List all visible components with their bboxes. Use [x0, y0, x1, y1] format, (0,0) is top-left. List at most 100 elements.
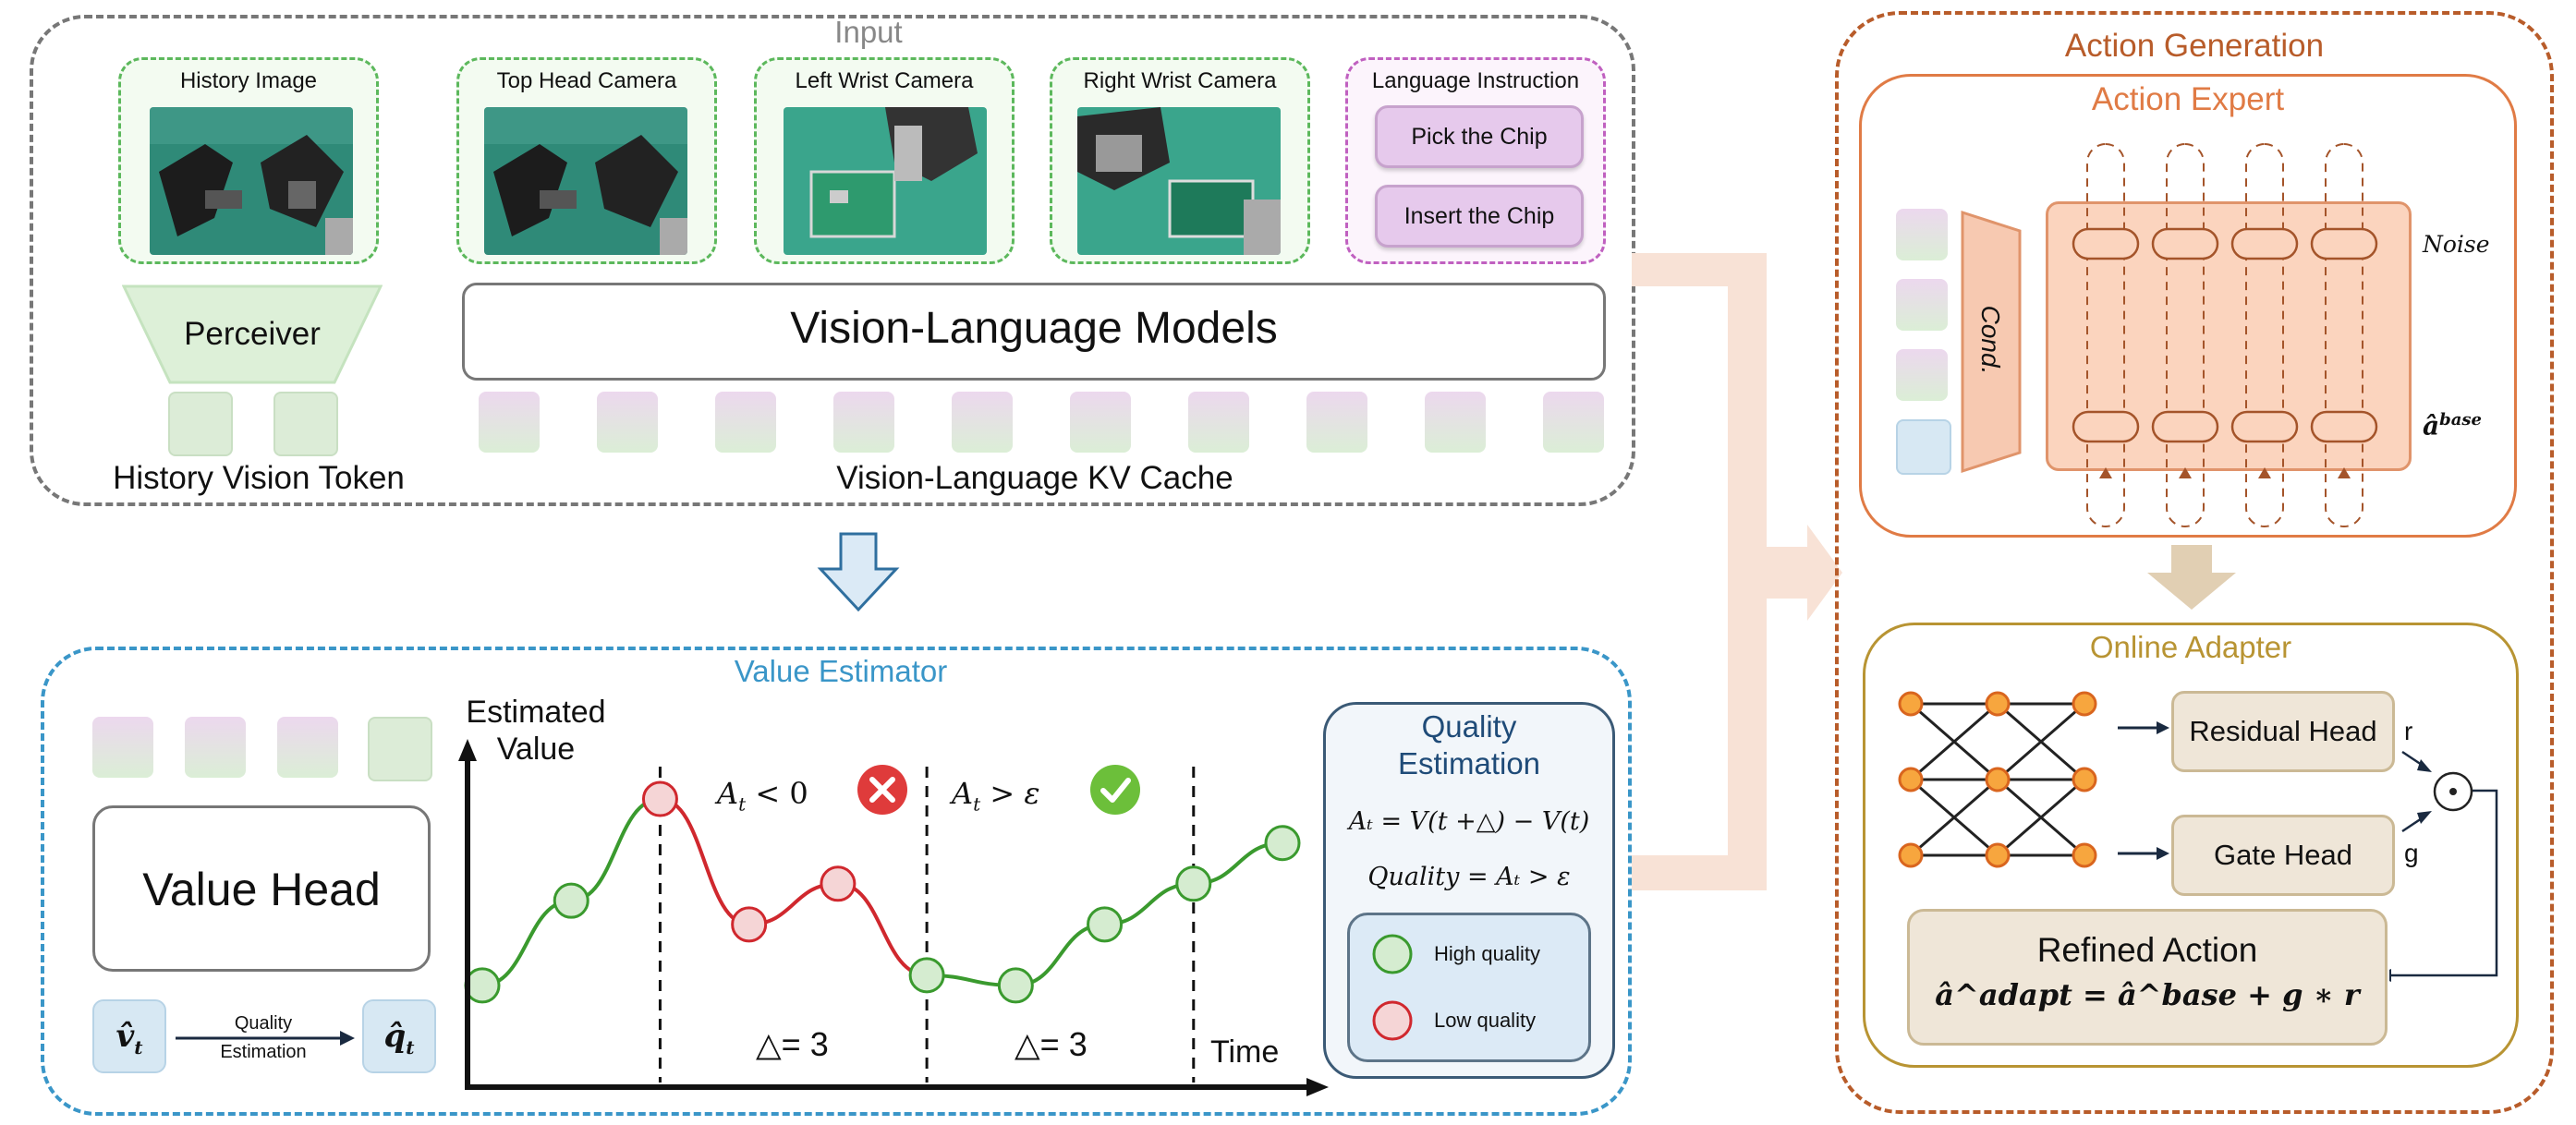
top-head-camera-label: Top Head Camera: [496, 68, 677, 93]
value-input-token: [277, 717, 338, 778]
history-image: [150, 107, 353, 255]
A-symbol-bad: A: [717, 776, 739, 811]
history-vision-token: [168, 392, 233, 456]
x-axis-label: Time: [1210, 1034, 1280, 1070]
value-input-token: [368, 717, 432, 781]
perceiver-block: [122, 284, 383, 384]
refined-action-block: [1907, 909, 2388, 1046]
kv-cache-token: [1306, 392, 1367, 453]
gate-head: Gate Head: [2171, 815, 2395, 896]
refined-action-label: Refined Action: [2036, 931, 2258, 969]
kv-cache-token: [715, 392, 776, 453]
mlp-network-icon: [1898, 691, 2097, 868]
cross-icon: [857, 765, 907, 815]
arrow-label-quality: Quality: [234, 1013, 293, 1034]
instruction-insert-chip: Insert the Chip: [1375, 185, 1584, 248]
value-point-low: [641, 780, 678, 817]
expert-state-token: [1896, 419, 1951, 475]
value-line-segment: [571, 797, 661, 903]
expert-flow-diagram: [2072, 143, 2378, 527]
formula-quality: Quality = Aₜ > ε: [1367, 863, 1571, 891]
kv-cache-token: [479, 392, 540, 453]
value-point-high: [1264, 825, 1301, 862]
connector-arrow: [1632, 253, 1842, 890]
value-point-low: [820, 865, 857, 902]
arrow-label-estimation: Estimation: [220, 1042, 307, 1062]
kv-cache-token: [833, 392, 894, 453]
perceiver-label: Perceiver: [184, 316, 321, 352]
odot-operator-icon: [2433, 771, 2473, 812]
value-point-low: [731, 906, 768, 943]
cond-label: Cond.: [1976, 305, 2005, 375]
delta-label-1: △= 3: [756, 1025, 829, 1063]
cond-bad-text: < 0: [755, 776, 808, 811]
noise-label: Noise: [2423, 231, 2490, 258]
expert-to-adapter-arrow: [2147, 545, 2236, 610]
a-base-symbol: â: [2423, 410, 2440, 442]
left-wrist-camera-label: Left Wrist Camera: [795, 68, 974, 93]
v-hat-symbol: v̂t: [92, 1018, 166, 1058]
quality-title-line1: Quality: [1421, 709, 1517, 744]
A-sub-good: t: [973, 792, 981, 816]
value-point-high: [997, 967, 1034, 1004]
value-head-block: [92, 805, 431, 972]
check-icon: [1090, 765, 1140, 815]
value-input-token: [92, 717, 153, 778]
v-hat-subscript: t: [134, 1035, 143, 1058]
kv-cache-token: [597, 392, 658, 453]
x-axis-arrowhead: [1306, 1078, 1329, 1096]
formula-advantage: Aₜ = V(t +△) − V(t): [1348, 807, 1590, 836]
g-label: g: [2404, 839, 2419, 867]
kv-cache-token: [1070, 392, 1131, 453]
history-vision-token: [273, 392, 338, 456]
v-hat-char: v̂: [115, 1018, 135, 1055]
y-axis-label-line1: Estimated: [466, 695, 606, 730]
value-line-segment: [837, 881, 928, 977]
mlp-to-gate-arrow: [2118, 847, 2169, 860]
left-wrist-camera-image: [784, 107, 987, 255]
vlm-label: Vision-Language Models: [790, 304, 1278, 353]
A-sub-bad: t: [738, 792, 747, 816]
history-vision-token-label: History Vision Token: [113, 460, 405, 496]
value-estimator-panel: [41, 647, 1632, 1116]
v-hat-token: [92, 999, 166, 1073]
r-label: r: [2404, 717, 2413, 745]
input-title: Input: [834, 15, 903, 49]
cond-bad-label: At < 0: [717, 776, 808, 815]
value-input-token: [185, 717, 246, 778]
value-point-high: [553, 882, 589, 919]
value-estimator-title: Value Estimator: [734, 654, 948, 688]
kv-cache-token: [1543, 392, 1604, 453]
value-head-label: Value Head: [142, 864, 381, 915]
history-image-label: History Image: [179, 68, 318, 93]
q-hat-symbol: q̂t: [362, 1018, 436, 1058]
value-point-high: [464, 967, 501, 1004]
expert-input-token: [1896, 209, 1948, 260]
down-arrow-icon: [817, 532, 900, 611]
a-base-label: âbase: [2423, 410, 2482, 441]
right-wrist-camera-label: Right Wrist Camera: [1083, 68, 1277, 93]
kv-cache-token: [1425, 392, 1486, 453]
quality-estimation-arrow: [176, 1031, 355, 1046]
a-base-superscript: base: [2439, 410, 2482, 429]
q-hat-char: q̂: [383, 1018, 407, 1055]
y-axis-arrowhead: [458, 739, 477, 761]
value-line-segment: [660, 797, 749, 926]
delta-label-2: △= 3: [1015, 1025, 1088, 1063]
action-generation-title: Action Generation: [2064, 28, 2325, 64]
q-hat-subscript: t: [406, 1035, 415, 1058]
top-head-camera-image: [484, 107, 687, 255]
vlm-block: [462, 283, 1606, 381]
value-point-high: [1175, 865, 1212, 902]
expert-input-token: [1896, 349, 1948, 401]
value-line-segment: [481, 899, 572, 987]
right-wrist-camera-image: [1077, 107, 1281, 255]
combine-arrows: [2389, 750, 2498, 982]
mlp-to-residual-arrow: [2118, 721, 2169, 734]
legend-high-marker: [1372, 934, 1413, 974]
cond-good-label: At > ε: [952, 776, 1039, 815]
legend-low-marker: [1372, 1000, 1413, 1041]
kv-cache-label: Vision-Language KV Cache: [836, 460, 1233, 496]
y-axis-label-line2: Value: [496, 732, 576, 767]
kv-cache-token: [952, 392, 1013, 453]
